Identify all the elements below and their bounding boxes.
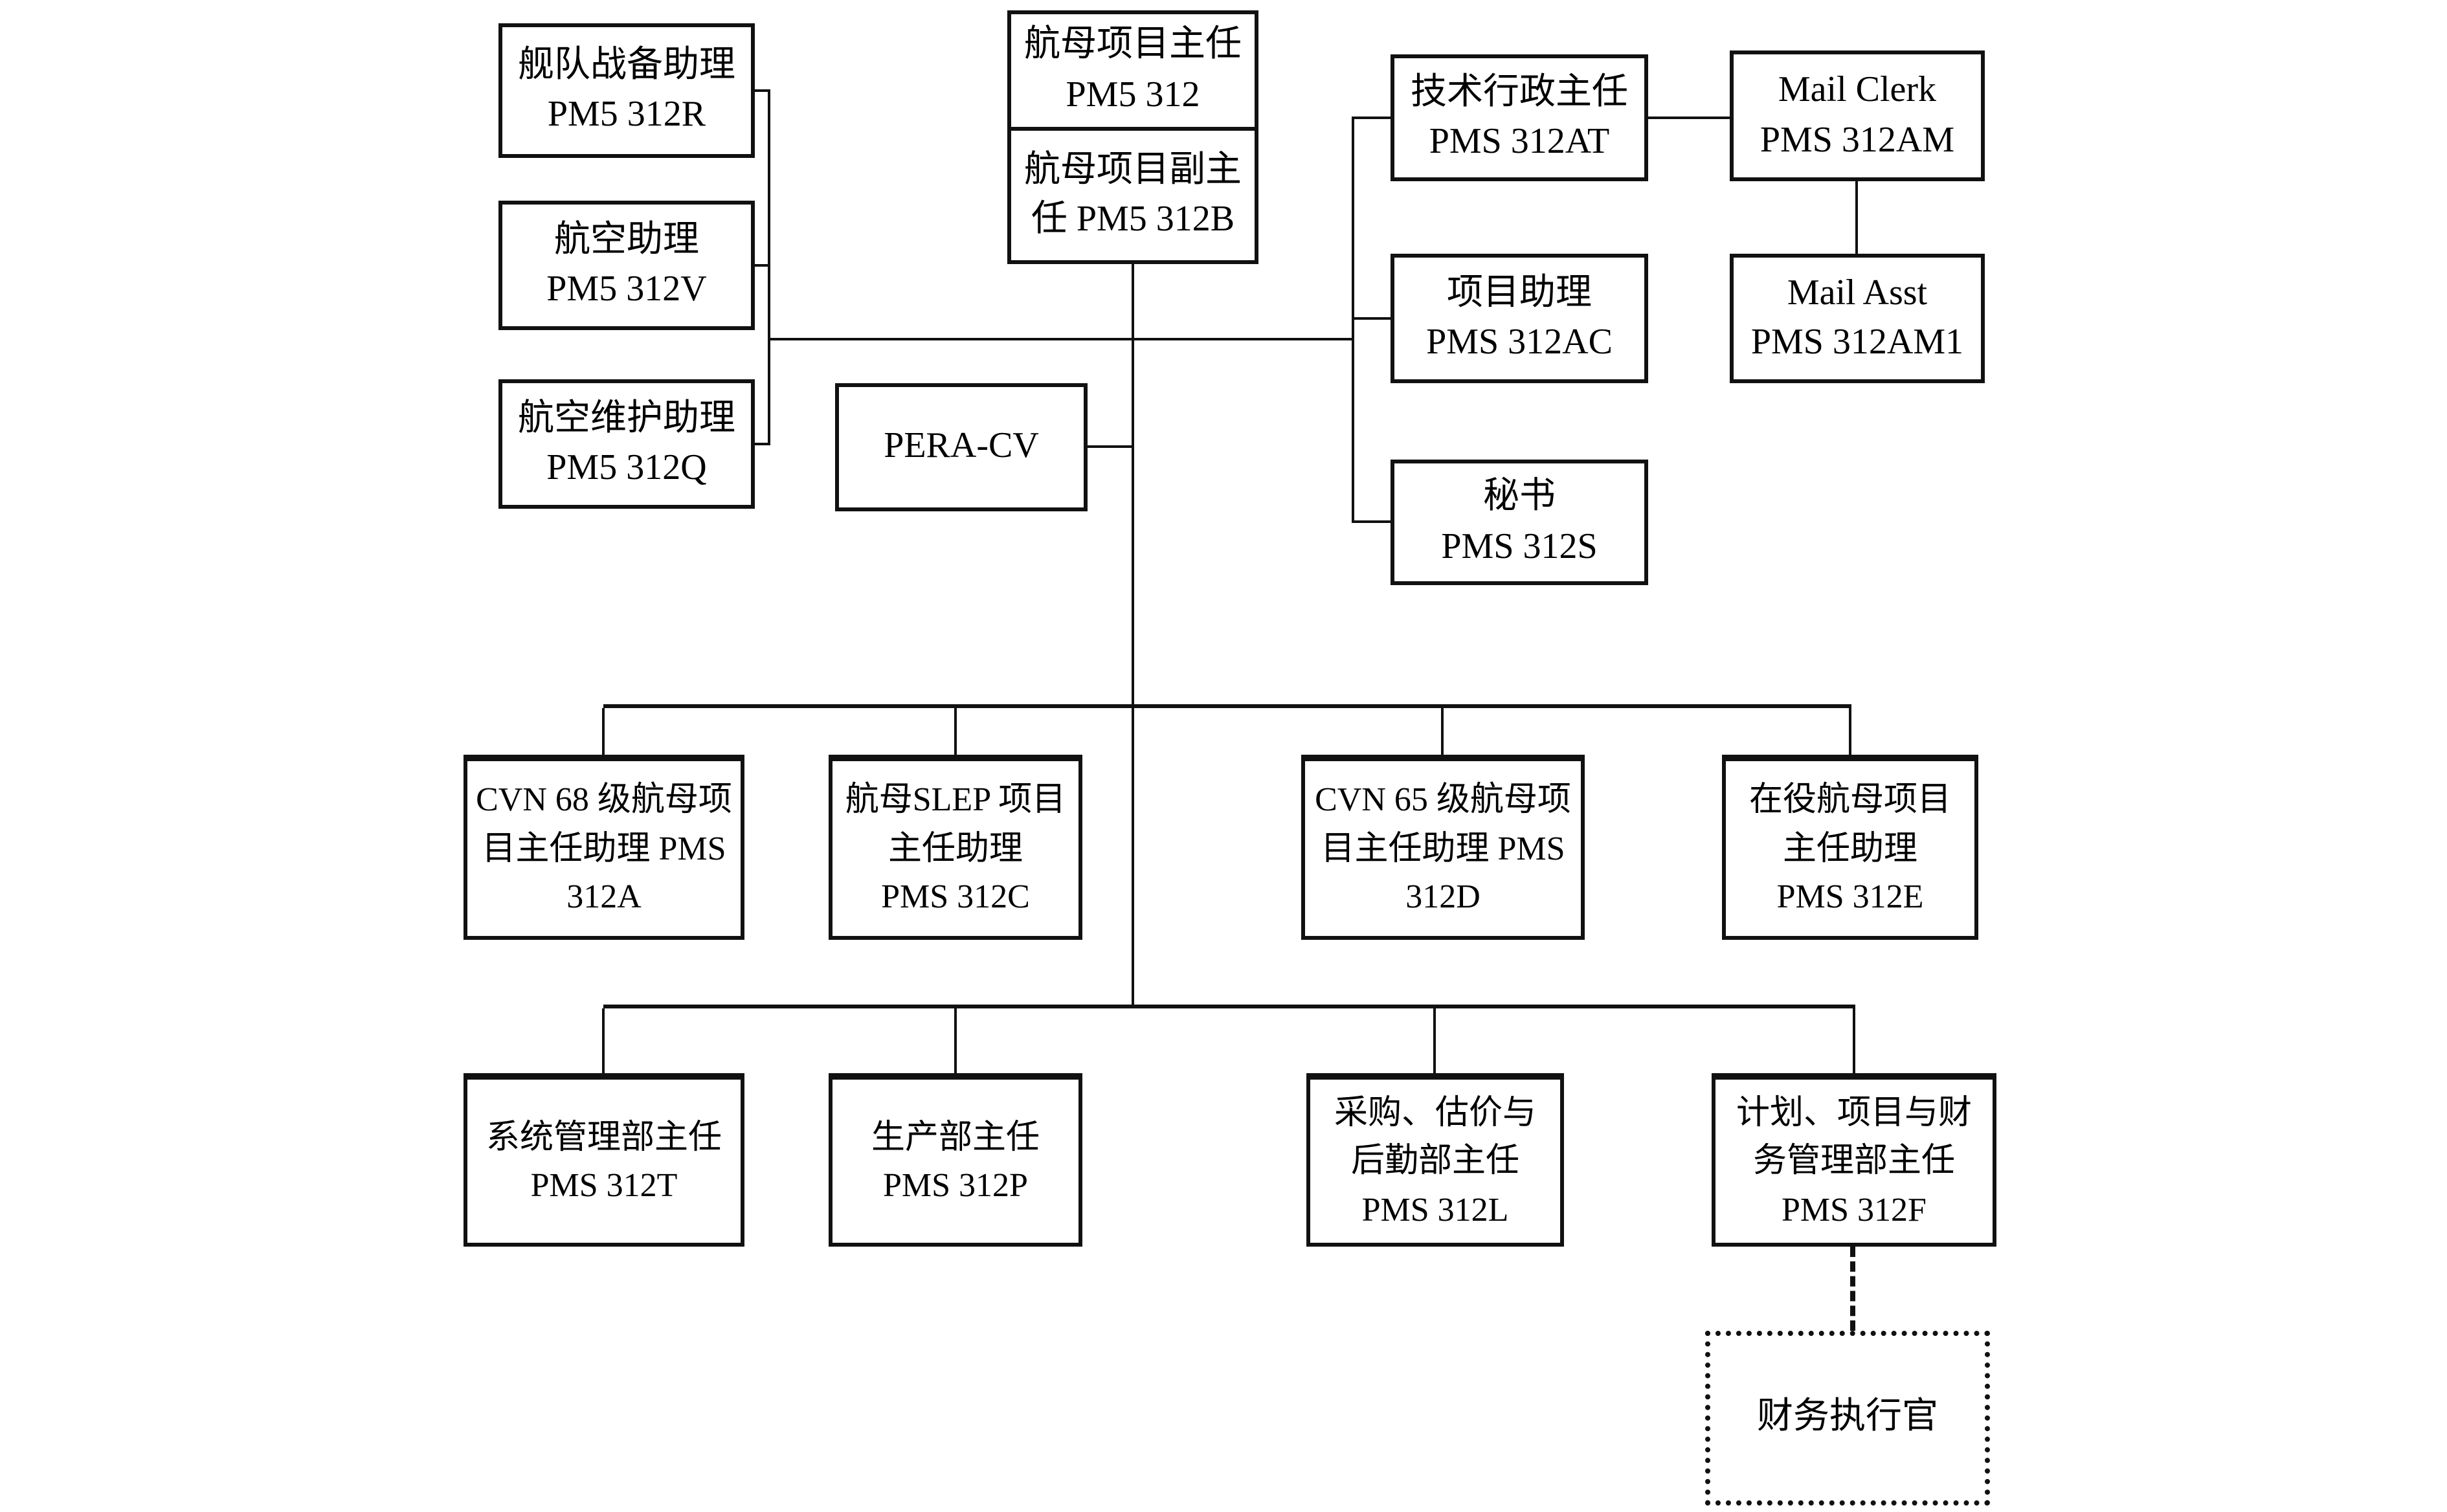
node-label: 航母SLEP 项目 主任助理 PMS 312C (845, 781, 1066, 916)
node-label: 航空助理 PM5 312V (546, 219, 707, 309)
connector-tech-admin-to-mail-clerk (1648, 117, 1730, 119)
node-label: 秘书 PMS 312S (1441, 476, 1598, 566)
node-label: 生产部主任 PMS 312P (871, 1118, 1040, 1204)
connector-stub-project-assistant (1354, 317, 1391, 320)
node-carrier-program-director: 航母项目主任 PM5 312 (1011, 14, 1255, 131)
node-tech-admin-director: 技术行政主任 PMS 312AT (1391, 54, 1648, 181)
node-label: 系统管理部主任 PMS 312T (486, 1118, 722, 1204)
node-carrier-program-director-group: 航母项目主任 PM5 312 航母项目副主 任 PM5 312B (1007, 10, 1258, 264)
node-slep-apm: 航母SLEP 项目 主任助理 PMS 312C (829, 755, 1082, 940)
connector-drop-inservice (1849, 708, 1851, 755)
node-cvn68-apm: CVN 68 级航母项 目主任助理 PMS 312A (464, 755, 744, 940)
node-label: 技术行政主任 PMS 312AT (1410, 72, 1628, 162)
node-label: 航母项目主任 PM5 312 (1023, 25, 1242, 115)
connector-stub-pera-cv (1088, 445, 1133, 448)
node-fleet-readiness-assistant: 舰队战备助理 PM5 312R (498, 23, 755, 158)
node-label: Mail Clerk PMS 312AM (1760, 70, 1955, 160)
node-mail-asst: Mail Asst PMS 312AM1 (1730, 254, 1985, 383)
connector-trunk (1132, 264, 1134, 1006)
connector-dashed-to-cfo (1850, 1247, 1855, 1331)
connector-stub-aviation-assistant (755, 264, 769, 267)
connector-right-bus (1352, 117, 1354, 523)
connector-stub-secretary (1354, 520, 1391, 523)
node-label: CVN 65 级航母项 目主任助理 PMS 312D (1315, 781, 1571, 916)
connector-drop-production (954, 1008, 957, 1073)
node-label: CVN 68 级航母项 目主任助理 PMS 312A (476, 781, 732, 916)
node-secretary: 秘书 PMS 312S (1391, 460, 1648, 585)
node-pera-cv: PERA-CV (835, 383, 1088, 511)
node-label: 项目助理 PMS 312AC (1426, 272, 1613, 362)
connector-drop-cvn68 (602, 708, 605, 755)
connector-mail-clerk-to-mail-asst (1855, 181, 1858, 254)
connector-middle-rail (603, 704, 1851, 708)
node-mail-clerk: Mail Clerk PMS 312AM (1730, 50, 1985, 181)
connector-drop-procurement (1433, 1008, 1436, 1073)
node-label: 在役航母项目 主任助理 PMS 312E (1749, 781, 1951, 916)
node-label: 航空维护助理 PM5 312Q (517, 398, 735, 488)
node-label: PERA-CV (884, 426, 1039, 467)
connector-drop-slep (954, 708, 957, 755)
node-label: 航母项目副主 任 PM5 312B (1023, 150, 1242, 239)
node-cvn65-apm: CVN 65 级航母项 目主任助理 PMS 312D (1301, 755, 1585, 940)
node-inservice-apm: 在役航母项目 主任助理 PMS 312E (1722, 755, 1978, 940)
connector-drop-systems (602, 1008, 605, 1073)
node-production-director: 生产部主任 PMS 312P (829, 1073, 1082, 1247)
connector-main-horizontal (769, 338, 1354, 340)
node-aviation-assistant: 航空助理 PM5 312V (498, 201, 755, 330)
connector-drop-planning-finance (1853, 1008, 1855, 1073)
connector-bottom-rail (603, 1005, 1855, 1008)
connector-stub-tech-admin (1354, 117, 1391, 119)
node-label: 采购、估价与 后勤部主任 PMS 312L (1334, 1093, 1536, 1228)
node-procurement-director: 采购、估价与 后勤部主任 PMS 312L (1306, 1073, 1564, 1247)
node-carrier-program-deputy-director: 航母项目副主 任 PM5 312B (1011, 131, 1255, 260)
node-planning-finance-director: 计划、项目与财 务管理部主任 PMS 312F (1712, 1073, 1996, 1247)
connector-drop-cvn65 (1441, 708, 1444, 755)
node-label: Mail Asst PMS 312AM1 (1750, 272, 1964, 362)
node-label: 财务执行官 (1756, 1397, 1938, 1438)
node-project-assistant: 项目助理 PMS 312AC (1391, 254, 1648, 383)
node-systems-mgmt-director: 系统管理部主任 PMS 312T (464, 1073, 744, 1247)
node-label: 舰队战备助理 PM5 312R (517, 45, 735, 135)
connector-stub-fleet-readiness (755, 89, 769, 92)
node-aviation-maintenance-assistant: 航空维护助理 PM5 312Q (498, 379, 755, 509)
connector-left-bus (768, 89, 770, 445)
connector-stub-aviation-maintenance (755, 443, 769, 445)
node-label: 计划、项目与财 务管理部主任 PMS 312F (1736, 1093, 1972, 1228)
node-cfo: 财务执行官 (1705, 1331, 1990, 1506)
